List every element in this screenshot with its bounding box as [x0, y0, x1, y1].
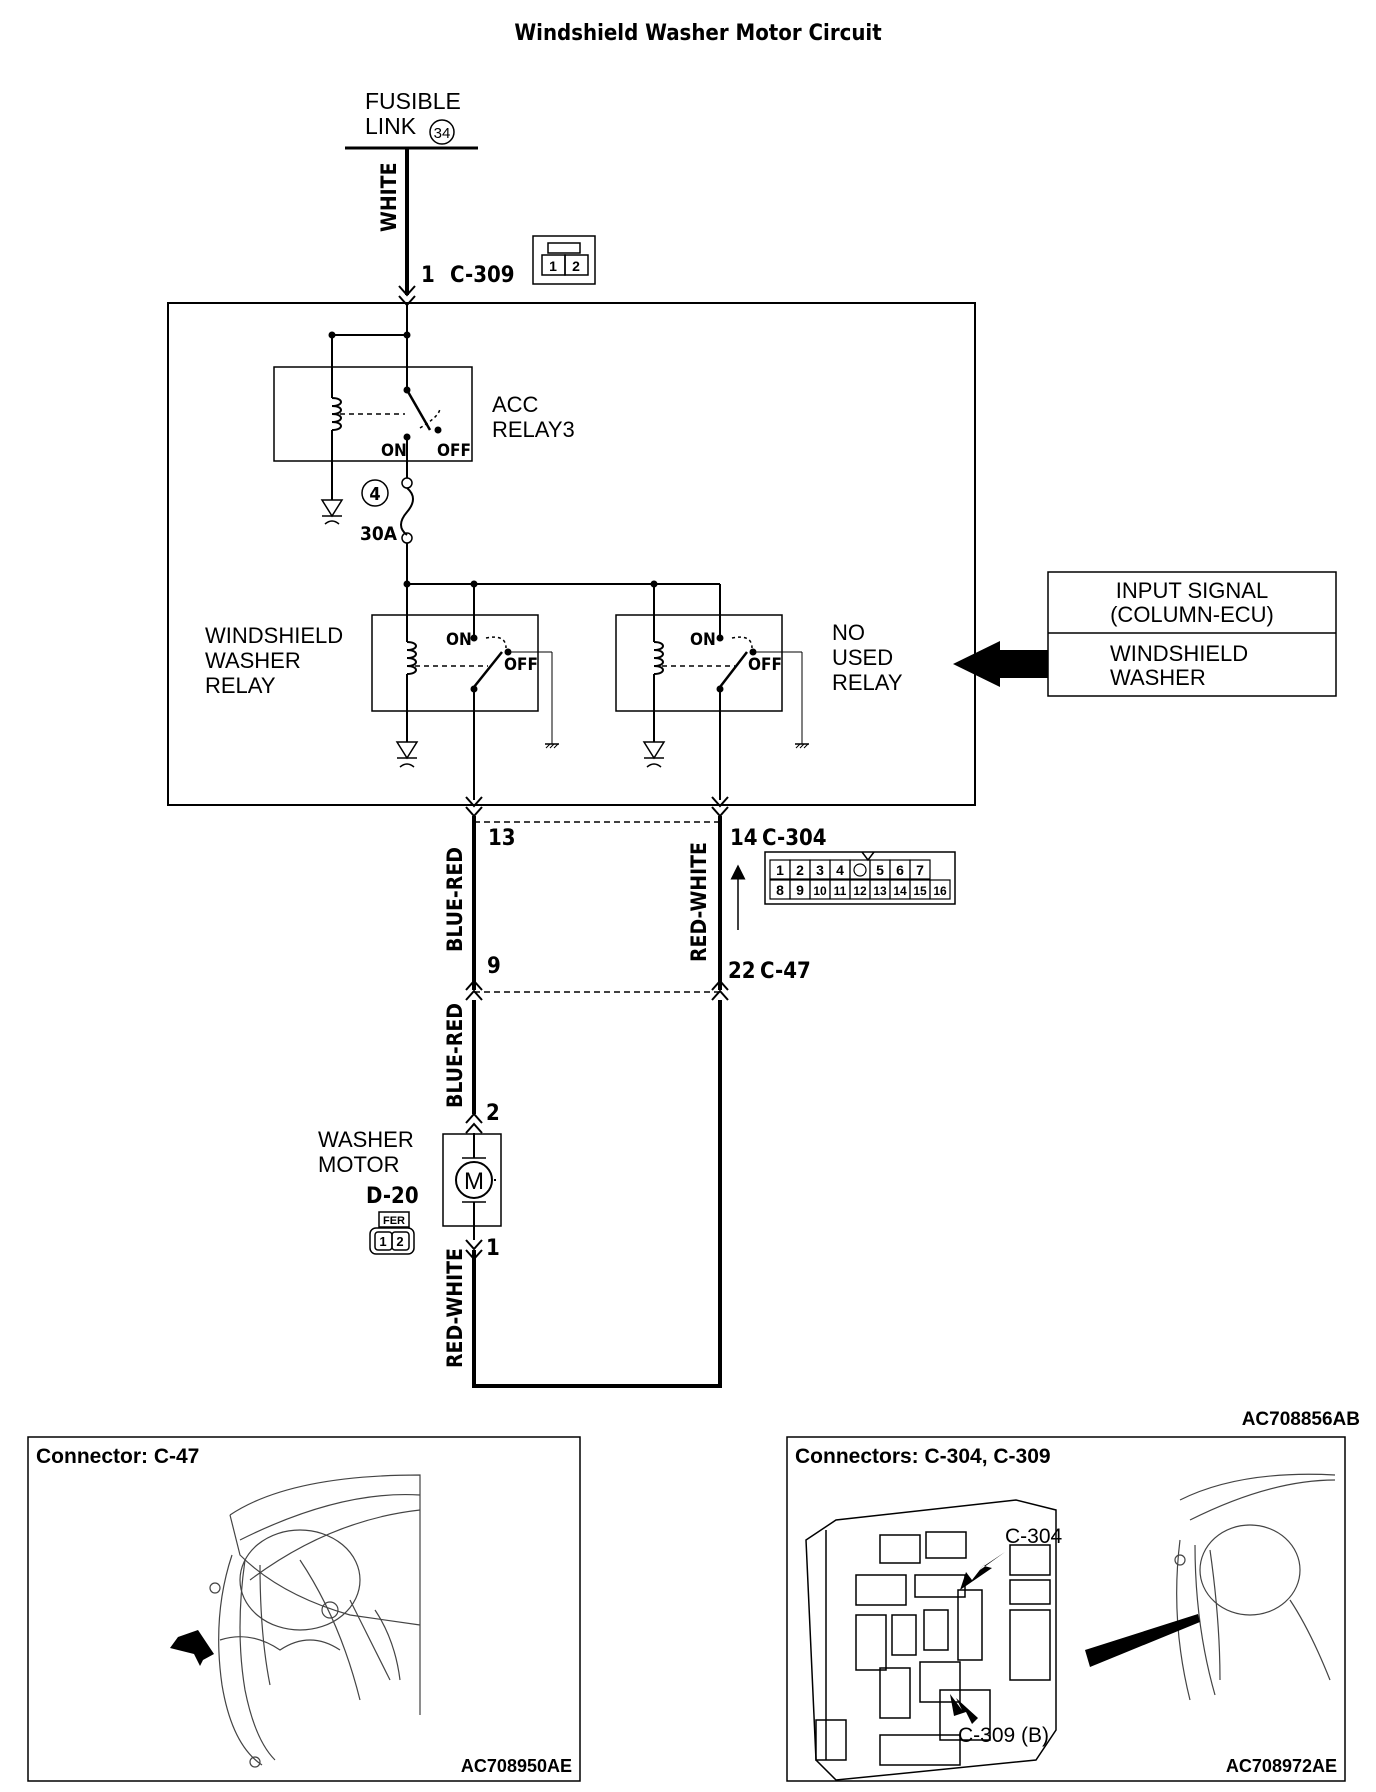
svg-text:OFF: OFF	[504, 655, 538, 675]
svg-text:RELAY: RELAY	[205, 673, 276, 698]
connector-c47: 9 22 C-47	[465, 954, 811, 1001]
c304-pin-label: 15	[913, 884, 927, 898]
c304-pin-label: 9	[796, 882, 804, 898]
wire-label-blue-red-1: BLUE-RED	[443, 847, 467, 952]
svg-text:D-20: D-20	[366, 1184, 419, 1209]
input-signal-box: INPUT SIGNAL (COLUMN-ECU) WINDSHIELD WAS…	[953, 571, 1337, 697]
svg-text:1: 1	[549, 258, 557, 274]
svg-text:WINDSHIELD: WINDSHIELD	[205, 623, 343, 648]
svg-text:FUSIBLE: FUSIBLE	[365, 88, 461, 114]
wire-label-red-white-2: RED-WHITE	[443, 1248, 467, 1368]
c304-pin-label: 4	[836, 862, 844, 878]
c304-pin-label: 5	[876, 862, 884, 878]
svg-text:30A: 30A	[360, 523, 398, 545]
svg-text:34: 34	[434, 125, 451, 142]
c304-pin-label: 14	[893, 884, 907, 898]
svg-text:1: 1	[486, 1236, 500, 1261]
svg-text:Connector: C-47: Connector: C-47	[36, 1445, 199, 1468]
svg-text:INPUT SIGNAL: INPUT SIGNAL	[1116, 578, 1268, 603]
svg-text:2: 2	[486, 1101, 500, 1126]
svg-text:14: 14	[730, 826, 758, 851]
c304-pin-label: 11	[834, 884, 847, 898]
washer-motor: 2 M 1 WASHER MOTOR D-20 FER 1 2	[318, 1101, 502, 1261]
wire-label-white: WHITE	[377, 163, 401, 232]
svg-text:RELAY3: RELAY3	[492, 417, 575, 442]
svg-text:C-304: C-304	[1005, 1525, 1063, 1548]
c304-pin-label: 10	[813, 884, 827, 898]
c304-lock-circle	[853, 863, 867, 877]
svg-text:WASHER: WASHER	[318, 1127, 414, 1152]
page-title: Windshield Washer Motor Circuit	[514, 21, 882, 46]
svg-text:USED: USED	[832, 645, 893, 670]
c304-cavity	[929, 879, 951, 900]
svg-text:13: 13	[488, 826, 516, 851]
svg-text:C-304: C-304	[762, 826, 827, 851]
windshield-washer-relay: ON OFF WINDSHIELD WASHER RELAY	[205, 584, 559, 800]
c304-pin-label: 7	[916, 862, 924, 878]
diagram-code: AC708856AB	[1242, 1409, 1360, 1430]
svg-text:WASHER: WASHER	[1110, 665, 1206, 690]
svg-text:9: 9	[487, 954, 501, 979]
svg-text:OFF: OFF	[437, 441, 471, 461]
svg-text:C-309 (B): C-309 (B)	[958, 1724, 1049, 1747]
c304-pin-label: 3	[816, 862, 824, 878]
svg-text:WINDSHIELD: WINDSHIELD	[1110, 641, 1248, 666]
svg-text:4: 4	[369, 484, 380, 505]
svg-text:NO: NO	[832, 620, 865, 645]
svg-text:AC708950AE: AC708950AE	[461, 1756, 572, 1776]
svg-text:1: 1	[421, 263, 435, 288]
fusible-link: FUSIBLE LINK 34	[345, 88, 478, 150]
c304-pin-label: 1	[776, 862, 784, 878]
svg-text:ON: ON	[381, 441, 407, 461]
svg-text:FER: FER	[383, 1215, 405, 1227]
svg-text:2: 2	[572, 258, 580, 274]
panel-connectors-c304-c309: Connectors: C-304, C-309 C-304 C-309 (B)	[786, 1436, 1346, 1782]
acc-relay: ON OFF ACC RELAY3	[273, 305, 575, 525]
c304-cavity	[909, 859, 931, 880]
c304-pin-label: 6	[896, 862, 904, 878]
c304-pin-label: 13	[873, 884, 887, 898]
svg-text:M: M	[464, 1168, 484, 1195]
svg-text:LINK: LINK	[365, 113, 417, 139]
svg-text:Connectors: C-304, C-309: Connectors: C-304, C-309	[795, 1445, 1051, 1468]
connector-c309: 1 C-309 1 2	[398, 235, 596, 307]
c304-pin-label: 12	[853, 884, 867, 898]
svg-text:C-47: C-47	[760, 959, 811, 984]
svg-text:22: 22	[728, 959, 756, 984]
svg-text:ON: ON	[446, 630, 472, 650]
svg-text:RELAY: RELAY	[832, 670, 903, 695]
c304-pin-label: 2	[796, 862, 804, 878]
svg-text:AC708972AE: AC708972AE	[1226, 1756, 1337, 1776]
svg-text:C-309: C-309	[450, 263, 515, 288]
wire-label-red-white-1: RED-WHITE	[687, 842, 711, 962]
svg-text:WASHER: WASHER	[205, 648, 301, 673]
c304-pin-label: 16	[933, 884, 947, 898]
svg-text:OFF: OFF	[748, 655, 782, 675]
svg-text:ON: ON	[690, 630, 716, 650]
svg-text:ACC: ACC	[492, 392, 539, 417]
fuse-4: 4 30A	[360, 437, 414, 584]
svg-text:1: 1	[379, 1234, 386, 1249]
panel-connector-c47: Connector: C-47 AC708950AE	[27, 1436, 581, 1782]
junction-box	[167, 302, 976, 806]
svg-text:MOTOR: MOTOR	[318, 1152, 399, 1177]
wire-label-blue-red-2: BLUE-RED	[443, 1003, 467, 1108]
svg-text:2: 2	[396, 1234, 403, 1249]
no-used-relay: ON OFF NO USED RELAY	[615, 584, 903, 800]
svg-text:(COLUMN-ECU): (COLUMN-ECU)	[1110, 602, 1274, 627]
c304-pin-label: 8	[776, 882, 784, 898]
